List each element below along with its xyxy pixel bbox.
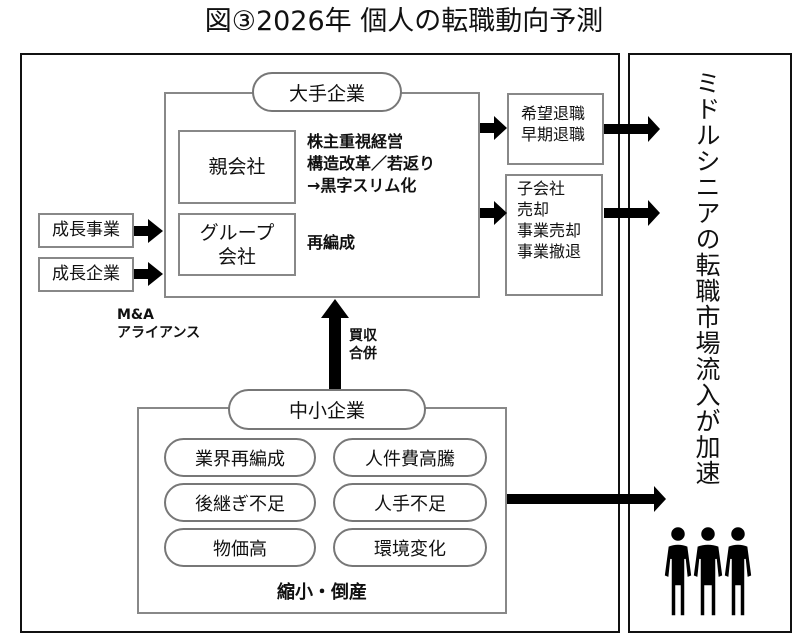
growth-business-label: 成長事業 <box>52 220 120 240</box>
note-restructure: 構造改革／若返り <box>307 154 436 173</box>
people-group-icon <box>663 525 753 617</box>
arrow-growth-company <box>134 262 163 286</box>
job-market-panel <box>628 53 792 633</box>
factor-successor-shortage: 後継ぎ不足 <box>164 483 316 522</box>
growth-company-label: 成長企業 <box>52 264 120 284</box>
arrow-growth-business <box>134 219 163 243</box>
parent-company-notes: 株主重視経営 構造改革／若返り →黒字スリム化 <box>307 131 435 197</box>
voluntary-retirement: 希望退職 <box>521 104 586 123</box>
arrow-divestment-to-market <box>604 200 660 226</box>
figure-title: 図③2026年 個人の転職動向予測 <box>204 6 604 37</box>
merger-text: 合併 <box>349 346 377 362</box>
alliance-label: アライアンス <box>117 325 201 341</box>
growth-company-box: 成長企業 <box>38 257 134 292</box>
early-retirement: 早期退職 <box>521 125 586 144</box>
person-icon-left <box>663 525 693 617</box>
subsidiary: 子会社 <box>517 179 566 198</box>
group-company-label-line1: グループ <box>199 221 275 244</box>
business-sale: 事業売却 <box>517 221 582 240</box>
person-icon-right <box>723 525 753 617</box>
large-company-label: 大手企業 <box>252 72 402 112</box>
ma-label: M&A <box>117 307 154 323</box>
parent-company-label: 親会社 <box>208 155 266 178</box>
acquisition-label: 買収 合併 <box>349 327 377 363</box>
arrow-sme-to-market <box>507 486 666 512</box>
business-withdrawal: 事業撤退 <box>517 242 582 261</box>
parent-company-box: 親会社 <box>178 130 296 204</box>
sme-label: 中小企業 <box>228 389 426 430</box>
group-company-note: 再編成 <box>307 233 356 252</box>
retirement-box: 希望退職 早期退職 <box>507 93 604 165</box>
factor-labor-shortage: 人手不足 <box>333 483 487 522</box>
note-slim: →黒字スリム化 <box>307 176 417 195</box>
arrow-to-divestment <box>480 201 507 225</box>
note-shareholder: 株主重視経営 <box>307 132 404 151</box>
factor-environment-change: 環境変化 <box>333 528 487 567</box>
group-company-box: グループ 会社 <box>178 213 296 276</box>
factor-labor-cost: 人件費高騰 <box>333 438 487 477</box>
divestment-box: 子会社 売却 事業売却 事業撤退 <box>505 174 603 296</box>
person-icon-center <box>692 525 724 617</box>
arrow-acquisition-up <box>321 299 349 389</box>
arrow-retirement-to-market <box>604 116 660 142</box>
sale: 売却 <box>517 200 550 219</box>
sme-result: 縮小・倒産 <box>277 582 367 603</box>
group-company-label-line2: 会社 <box>217 245 256 268</box>
market-inflow-text: ミドルシニアの転職市場流入が加速 <box>692 70 721 486</box>
arrow-to-retirement <box>480 116 507 140</box>
factor-inflation: 物価高 <box>164 528 316 567</box>
factor-industry-reorg: 業界再編成 <box>164 438 316 477</box>
growth-business-box: 成長事業 <box>38 213 134 248</box>
acquisition-text: 買収 <box>349 328 377 344</box>
ma-alliance-label: M&A アライアンス <box>117 306 200 342</box>
companies-panel <box>20 53 620 633</box>
